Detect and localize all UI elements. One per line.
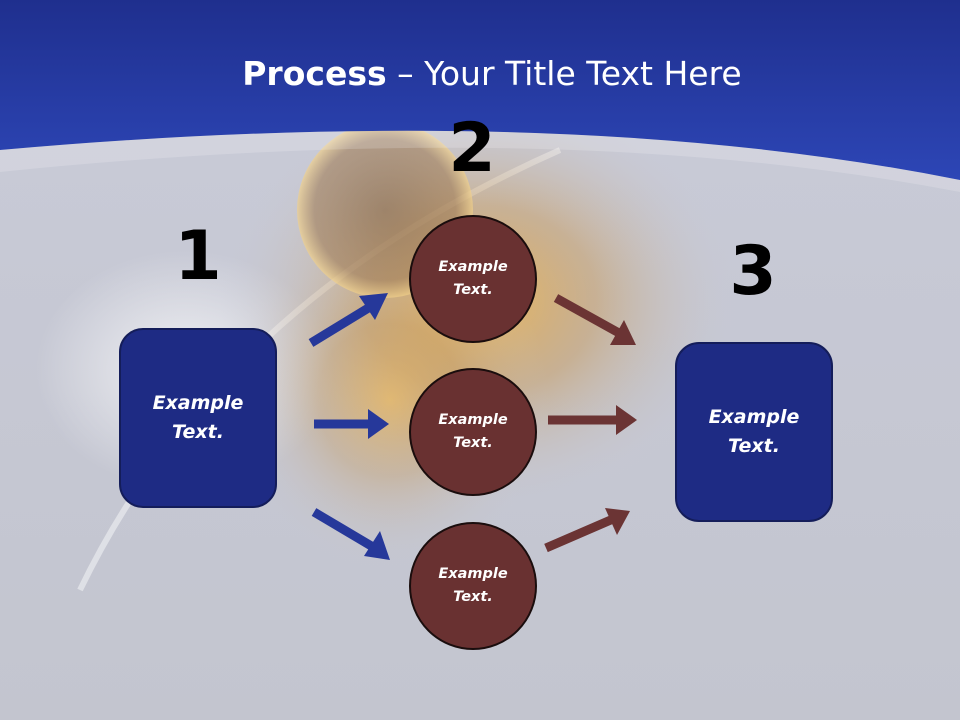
arrow-down-right-blue [311, 508, 390, 560]
step-number-1: 1 [174, 217, 222, 296]
circle-top-line1: Example [438, 259, 508, 275]
slide-title: Process – Your Title Text Here [0, 52, 960, 96]
step-1-box[interactable]: Example Text. [119, 328, 277, 508]
arrow-down-right-brown [553, 294, 636, 345]
step-3-line1: Example [708, 406, 800, 428]
circle-top-line2: Text. [453, 282, 493, 298]
circle-middle-line2: Text. [453, 435, 493, 451]
arrow-up-right-blue [308, 293, 388, 347]
step-2-circle-middle[interactable]: Example Text. [409, 368, 537, 496]
title-bold: Process [242, 54, 387, 93]
circle-middle-line1: Example [438, 412, 508, 428]
step-2-circle-bottom[interactable]: Example Text. [409, 522, 537, 650]
arrow-right-brown [548, 405, 637, 435]
circle-bottom-line1: Example [438, 566, 508, 582]
arrow-up-right-brown [544, 508, 630, 553]
step-1-line2: Text. [172, 421, 224, 443]
step-number-2: 2 [448, 109, 496, 188]
step-3-line2: Text. [728, 435, 780, 457]
arrow-right-blue [314, 409, 389, 439]
title-rest: – Your Title Text Here [386, 54, 742, 93]
step-3-box[interactable]: Example Text. [675, 342, 833, 522]
step-1-line1: Example [152, 392, 244, 414]
circle-bottom-line2: Text. [453, 589, 493, 605]
step-2-circle-top[interactable]: Example Text. [409, 215, 537, 343]
step-number-3: 3 [729, 232, 777, 311]
